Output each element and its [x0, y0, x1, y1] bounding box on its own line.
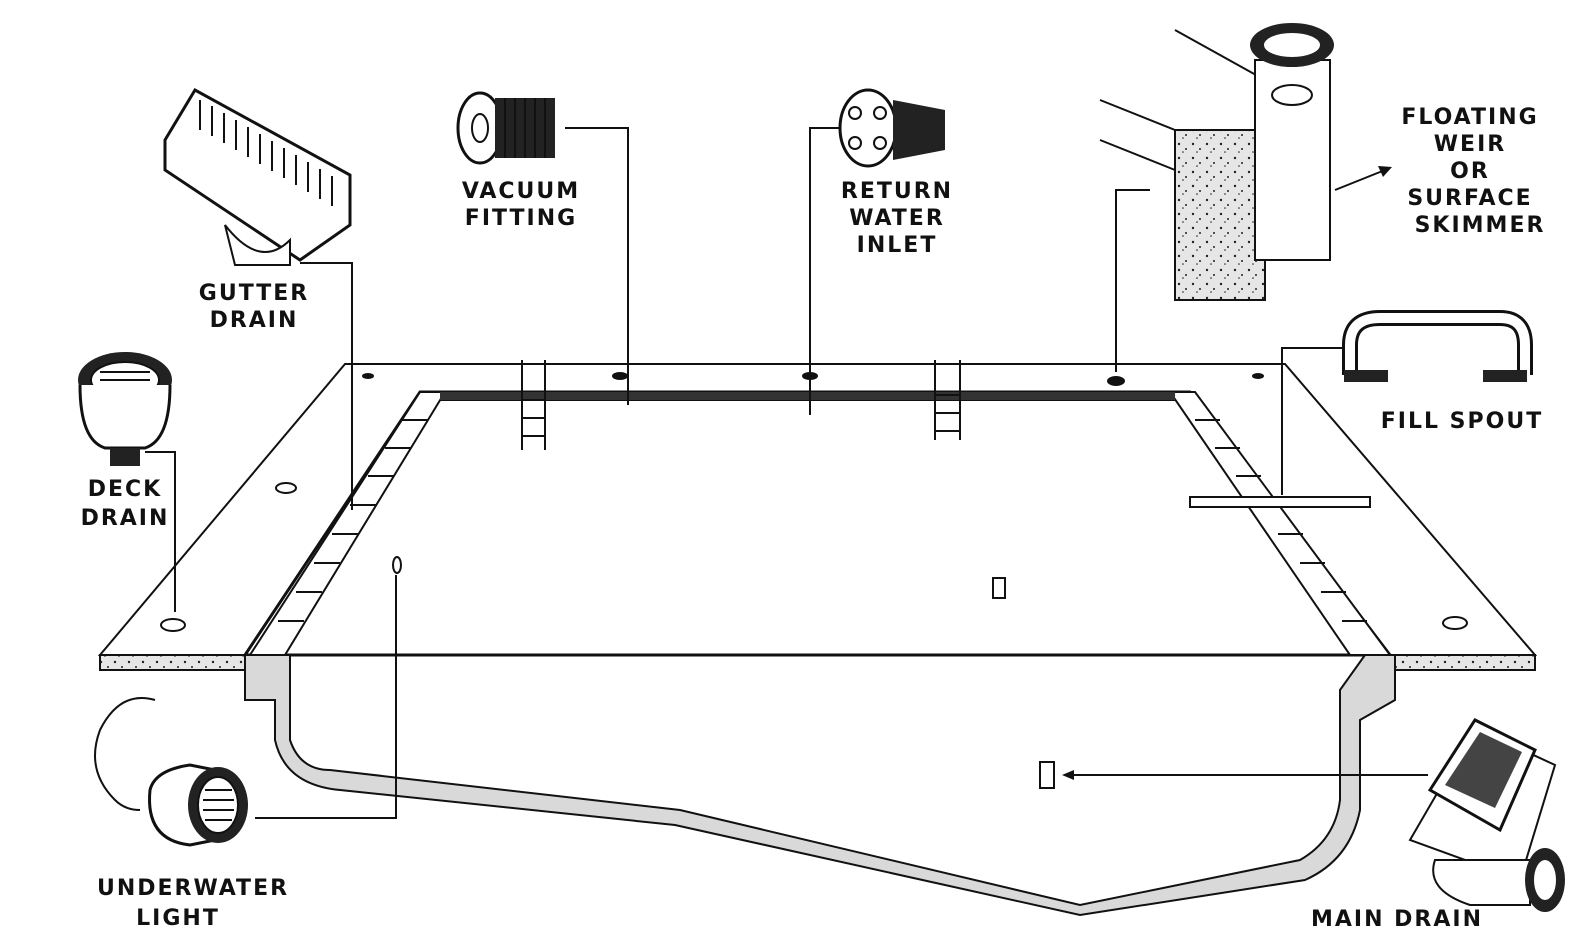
skimmer-line-1: FLOATING — [1401, 105, 1538, 130]
main-drain-grate — [1039, 761, 1055, 789]
vacuum-fitting-line-1: VACUUM — [462, 179, 580, 204]
skimmer-line-4: SURFACE — [1407, 186, 1532, 211]
return-inlet-line-2: WATER — [849, 206, 945, 231]
vacuum-fitting-line-2: FITTING — [465, 206, 577, 231]
fill-spout-line-1: FILL SPOUT — [1381, 409, 1543, 434]
main-drain-line-1: MAIN DRAIN — [1311, 907, 1483, 932]
underwater-light-opening — [392, 556, 402, 574]
label-main-drain: MAIN DRAIN — [1311, 907, 1483, 932]
gutter-drain-icon — [163, 87, 352, 266]
label-vacuum-fitting: VACUUM FITTING — [462, 179, 580, 231]
gutter-drain-line-2: DRAIN — [210, 308, 299, 333]
ladder-right — [934, 360, 961, 440]
return-inlet-line-1: RETURN — [841, 179, 953, 204]
floor-marker — [992, 577, 1006, 599]
label-underwater-light: UNDERWATER LIGHT — [97, 876, 289, 931]
label-skimmer: FLOATING WEIR OR SURFACE SKIMMER — [1401, 105, 1546, 238]
deck-drain-line-2: DRAIN — [81, 506, 170, 531]
ladder-left — [521, 360, 546, 450]
vacuum-fitting-icon — [456, 91, 555, 165]
gutter-drain-line-1: GUTTER — [199, 281, 309, 306]
leader-lines — [145, 127, 1428, 819]
label-deck-drain: DECK DRAIN — [81, 477, 170, 531]
underwater-light-line-1: UNDERWATER — [97, 876, 289, 901]
skimmer-line-3: OR — [1450, 159, 1490, 184]
fill-spout-icon — [1342, 310, 1533, 382]
deck-drain-line-1: DECK — [88, 477, 162, 502]
deck-drain-openings — [160, 372, 1468, 632]
underwater-light-line-2: LIGHT — [136, 906, 220, 931]
skimmer-line-5: SKIMMER — [1415, 213, 1546, 238]
deck-drain-icon — [78, 352, 172, 466]
label-return-water-inlet: RETURN WATER INLET — [841, 179, 953, 258]
fill-spout-pipe — [1189, 496, 1371, 508]
pool-shell-section — [244, 654, 1396, 917]
main-drain-icon — [1408, 718, 1565, 912]
return-inlet-line-3: INLET — [857, 233, 938, 258]
pool-basin — [242, 390, 1394, 657]
skimmer-icon — [1099, 23, 1392, 301]
return-inlet-icon — [838, 88, 945, 168]
underwater-light-icon — [94, 697, 248, 847]
label-gutter-drain: GUTTER DRAIN — [199, 281, 309, 333]
label-fill-spout: FILL SPOUT — [1381, 409, 1543, 434]
skimmer-line-2: WEIR — [1434, 132, 1506, 157]
